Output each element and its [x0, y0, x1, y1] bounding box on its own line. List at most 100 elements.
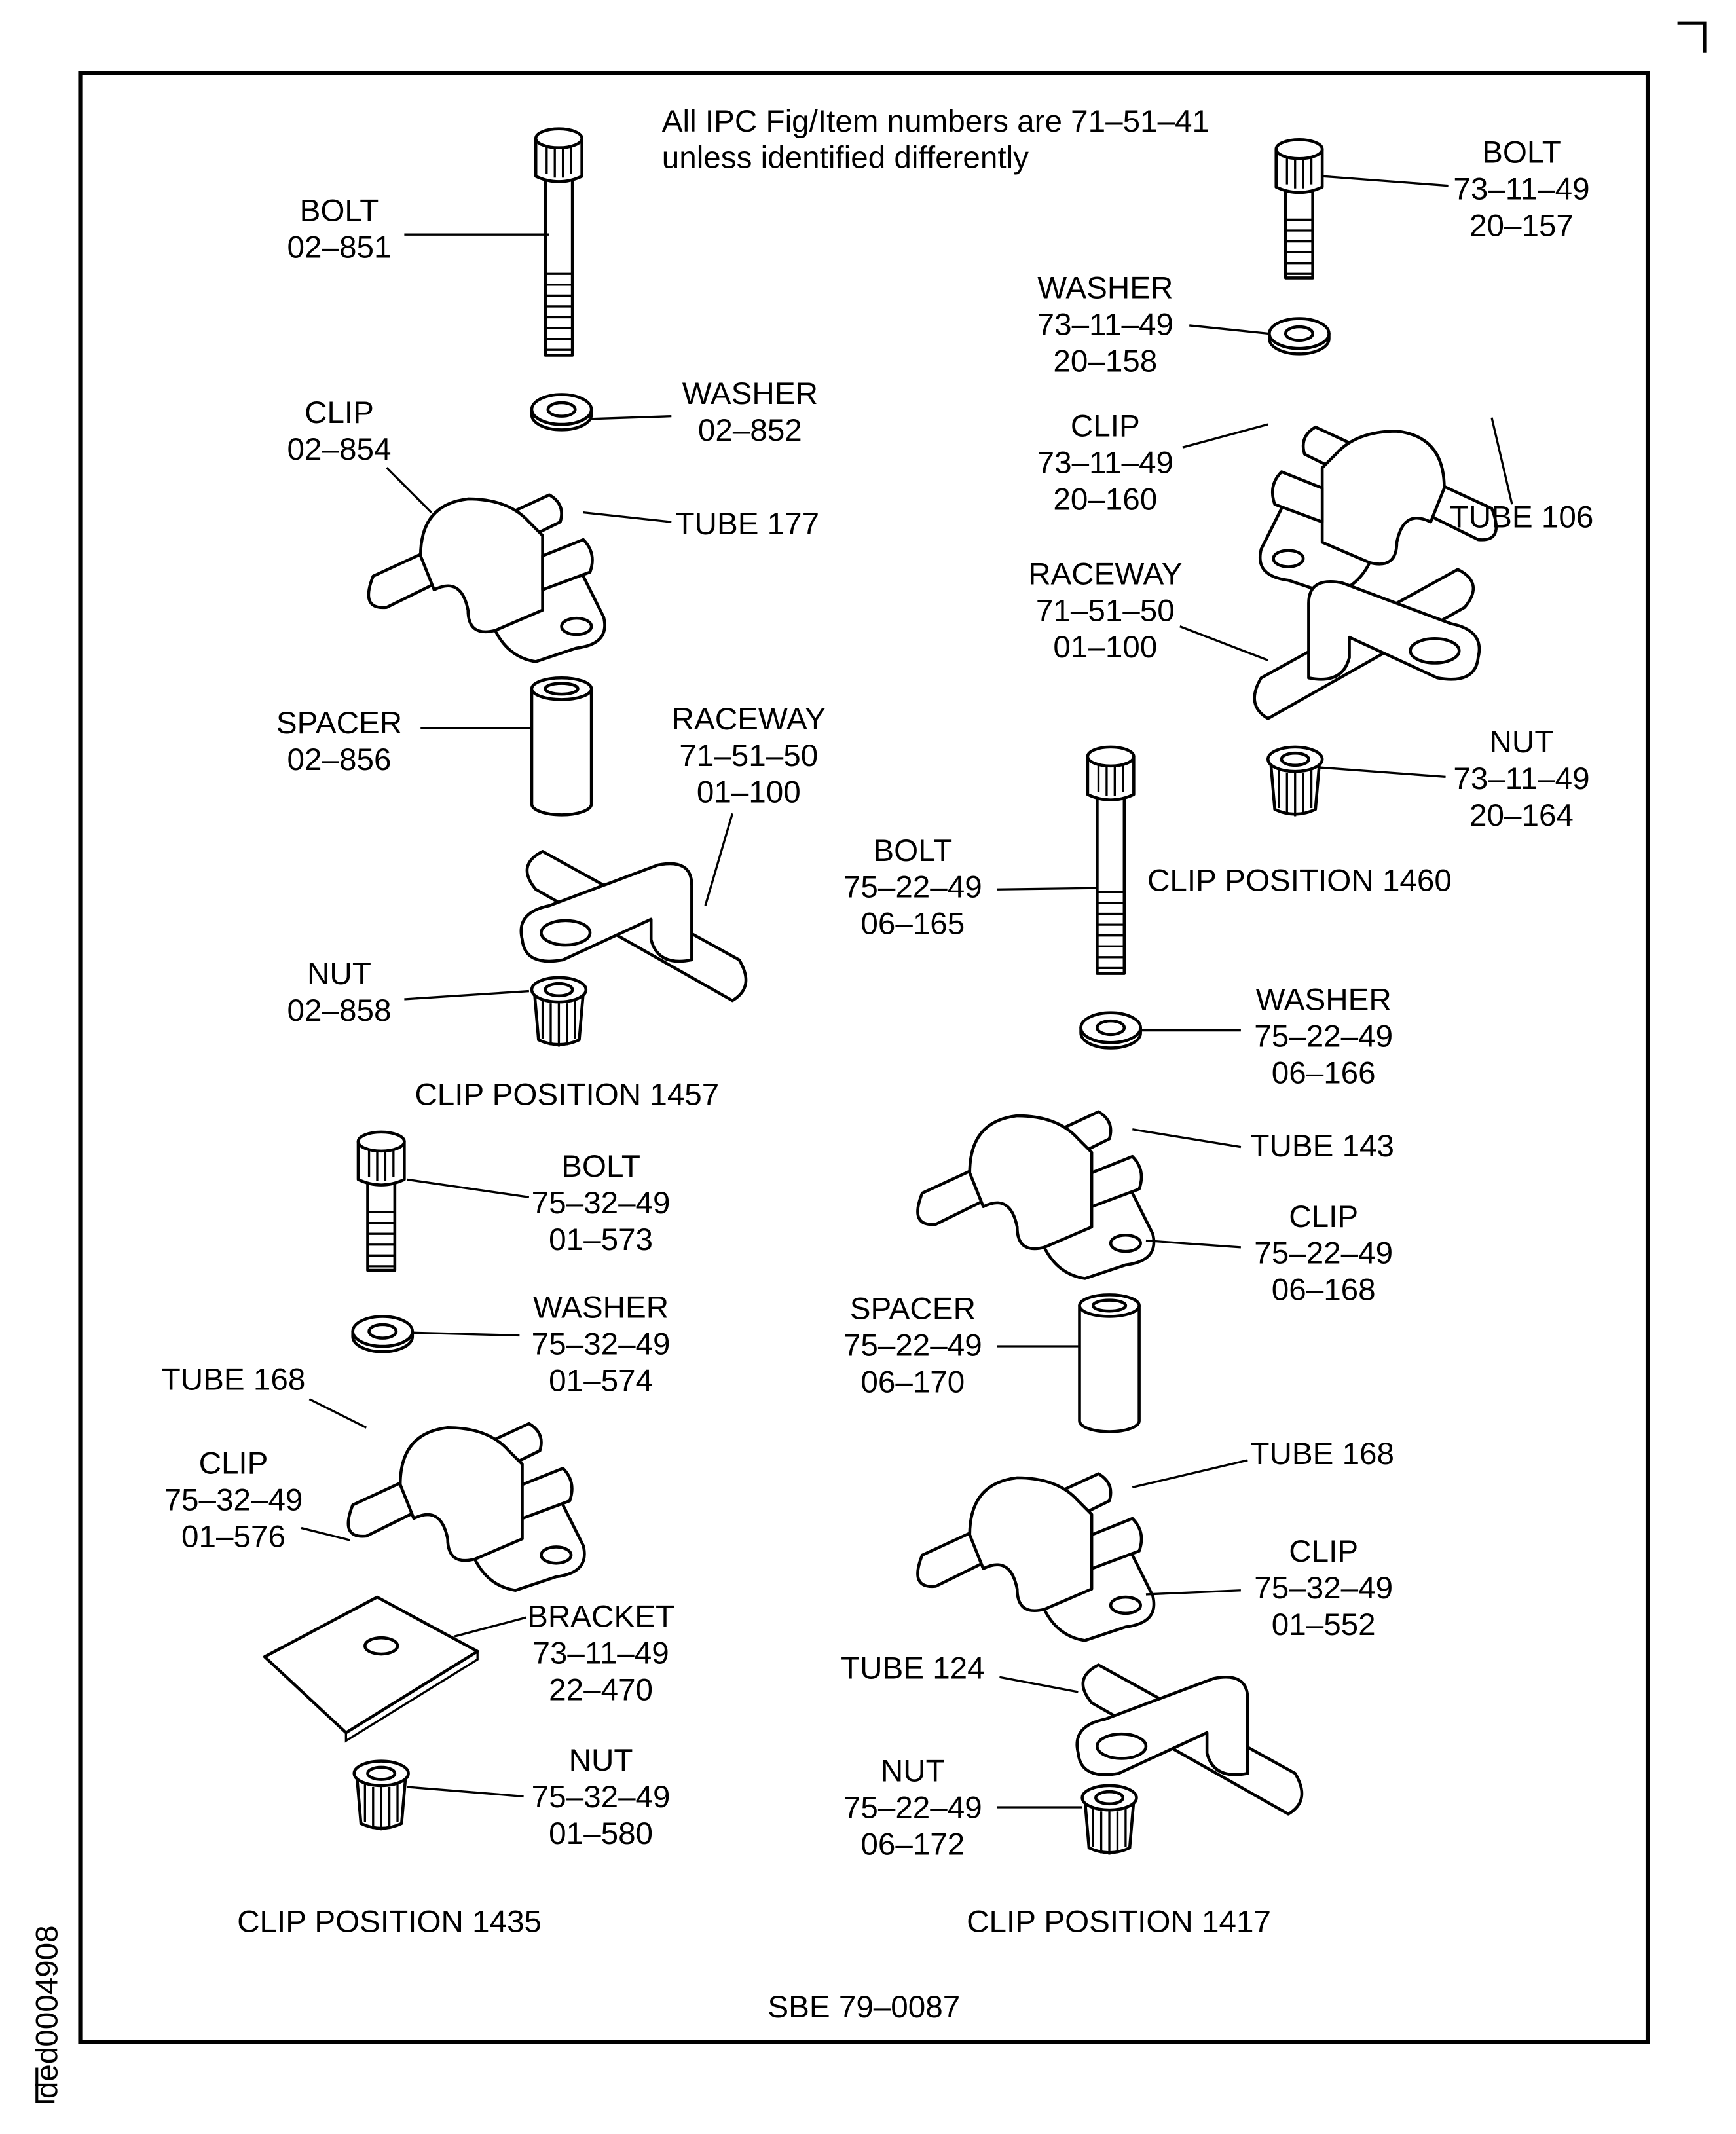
nut-02-858-part	[532, 978, 586, 1047]
label-bolt-02-851-line: 02–851	[287, 230, 392, 265]
spacer-02-856-part	[532, 678, 591, 815]
label-bracket-22-470-line: 73–11–49	[532, 1636, 669, 1671]
label-clip-02-854-line: 02–854	[287, 432, 392, 467]
label-washer-01-574-line: WASHER	[533, 1291, 669, 1325]
spacer-06-170-part	[1080, 1295, 1139, 1431]
label-spacer-06-170-line: 06–170	[860, 1365, 965, 1399]
label-nut-01-580-line: NUT	[569, 1743, 633, 1778]
label-clip-20-160-line: 73–11–49	[1037, 446, 1173, 481]
label-clip-01-552-line: CLIP	[1289, 1534, 1358, 1569]
label-tube-177-line: TUBE 177	[675, 507, 819, 542]
label-bolt-20-157-line: BOLT	[1482, 135, 1561, 170]
label-raceway-left-line: 71–51–50	[679, 739, 818, 773]
label-tube-168-right-line: TUBE 168	[1250, 1437, 1394, 1471]
id-corner-mark	[35, 2067, 55, 2103]
label-bracket-22-470-line: 22–470	[549, 1672, 653, 1707]
figure-border	[78, 71, 1650, 2044]
label-bolt-20-157-line: 73–11–49	[1453, 172, 1589, 206]
label-raceway-right-line: 01–100	[1053, 630, 1157, 665]
leader-lines	[301, 175, 1513, 1809]
label-spacer-02-856-line: 02–856	[287, 743, 392, 777]
label-washer-20-158-line: 20–158	[1053, 344, 1157, 378]
label-nut-06-172-line: 75–22–49	[843, 1791, 982, 1826]
label-washer-20-158-line: 73–11–49	[1037, 307, 1173, 342]
nut-06-172-part	[1082, 1786, 1137, 1855]
clip-position-1435: CLIP POSITION 1435	[237, 1904, 542, 1939]
label-nut-01-580-line: 75–32–49	[532, 1780, 671, 1814]
label-clip-01-576-line: 01–576	[181, 1519, 286, 1554]
label-raceway-right-line: 71–51–50	[1036, 593, 1175, 628]
clip-position-1457: CLIP POSITION 1457	[415, 1077, 719, 1112]
washer-02-852-part	[532, 395, 591, 430]
label-washer-20-158-line: WASHER	[1037, 271, 1173, 306]
label-tube-124-line: TUBE 124	[841, 1651, 985, 1685]
label-raceway-left-line: 01–100	[697, 775, 801, 810]
clip-01-552-part	[917, 1474, 1154, 1641]
label-washer-06-166-line: 06–166	[1272, 1056, 1376, 1090]
label-clip-01-552-line: 75–32–49	[1254, 1571, 1393, 1606]
bolt-01-573-part	[358, 1132, 404, 1270]
label-raceway-right-line: RACEWAY	[1028, 557, 1182, 591]
bolt-06-165-part	[1088, 747, 1134, 974]
label-washer-01-574-line: 01–574	[549, 1363, 653, 1398]
label-bolt-02-851-line: BOLT	[300, 193, 379, 228]
bolt-20-157-part	[1276, 139, 1322, 278]
label-bolt-01-573-line: 01–573	[549, 1223, 653, 1257]
label-bolt-20-157-line: 20–157	[1469, 208, 1574, 243]
label-nut-06-172-line: 06–172	[860, 1827, 965, 1862]
label-washer-02-852-line: 02–852	[698, 413, 802, 448]
note-line-1: All IPC Fig/Item numbers are 71–51–41	[662, 104, 1210, 139]
label-nut-20-164-line: 20–164	[1469, 798, 1574, 833]
nut-20-164-part	[1268, 747, 1322, 817]
label-bolt-01-573-line: BOLT	[561, 1149, 640, 1184]
washer-06-166-part	[1081, 1013, 1141, 1048]
label-spacer-06-170-line: SPACER	[850, 1292, 976, 1327]
label-tube-168-left-line: TUBE 168	[162, 1362, 306, 1397]
label-clip-01-576-line: CLIP	[199, 1446, 268, 1481]
nut-01-580-part	[354, 1761, 409, 1831]
label-washer-01-574-line: 75–32–49	[532, 1327, 671, 1361]
label-bolt-06-165-line: 75–22–49	[843, 870, 982, 905]
label-nut-02-858-line: NUT	[307, 957, 371, 991]
label-nut-01-580-line: 01–580	[549, 1816, 653, 1851]
sbe-number: SBE 79–0087	[767, 1990, 960, 2025]
label-clip-02-854-line: CLIP	[305, 396, 374, 430]
corner-mark	[1677, 21, 1707, 53]
washer-01-574-part	[353, 1316, 413, 1352]
label-clip-01-576-line: 75–32–49	[164, 1483, 303, 1518]
label-bolt-06-165-line: 06–165	[860, 907, 965, 942]
note-line-2: unless identified differently	[662, 141, 1029, 175]
clip-position-1460: CLIP POSITION 1460	[1147, 863, 1452, 898]
label-washer-02-852-line: WASHER	[682, 377, 818, 411]
clip-position-1417: CLIP POSITION 1417	[967, 1904, 1271, 1939]
label-clip-20-160-line: CLIP	[1071, 409, 1140, 444]
label-clip-06-168-line: 75–22–49	[1254, 1236, 1393, 1271]
label-clip-06-168-line: 06–168	[1272, 1273, 1376, 1308]
label-clip-06-168-line: CLIP	[1289, 1200, 1358, 1234]
clip-01-576-part	[348, 1424, 585, 1591]
bracket-22-470-part	[263, 1595, 479, 1743]
clip-02-854-part	[369, 495, 605, 662]
label-clip-20-160-line: 20–160	[1053, 483, 1157, 517]
label-raceway-left-line: RACEWAY	[672, 702, 826, 737]
label-spacer-02-856-line: SPACER	[276, 706, 402, 741]
label-nut-02-858-line: 02–858	[287, 993, 392, 1028]
label-bolt-06-165-line: BOLT	[873, 834, 952, 868]
label-spacer-06-170-line: 75–22–49	[843, 1329, 982, 1363]
label-bolt-01-573-line: 75–32–49	[532, 1186, 671, 1221]
label-tube-106-line: TUBE 106	[1450, 500, 1594, 534]
label-bracket-22-470-line: BRACKET	[527, 1600, 674, 1634]
label-tube-143-line: TUBE 143	[1250, 1129, 1394, 1164]
label-clip-01-552-line: 01–552	[1272, 1608, 1376, 1642]
washer-20-158-part	[1269, 319, 1329, 354]
label-nut-06-172-line: NUT	[881, 1754, 945, 1789]
clip-06-168-part	[917, 1112, 1154, 1279]
raceway-right-part	[1255, 570, 1479, 719]
label-washer-06-166-line: 75–22–49	[1254, 1019, 1393, 1054]
bolt-02-851-part	[536, 129, 582, 356]
label-nut-20-164-line: NUT	[1490, 725, 1554, 760]
figure-id: ded0004908	[29, 1925, 64, 2099]
